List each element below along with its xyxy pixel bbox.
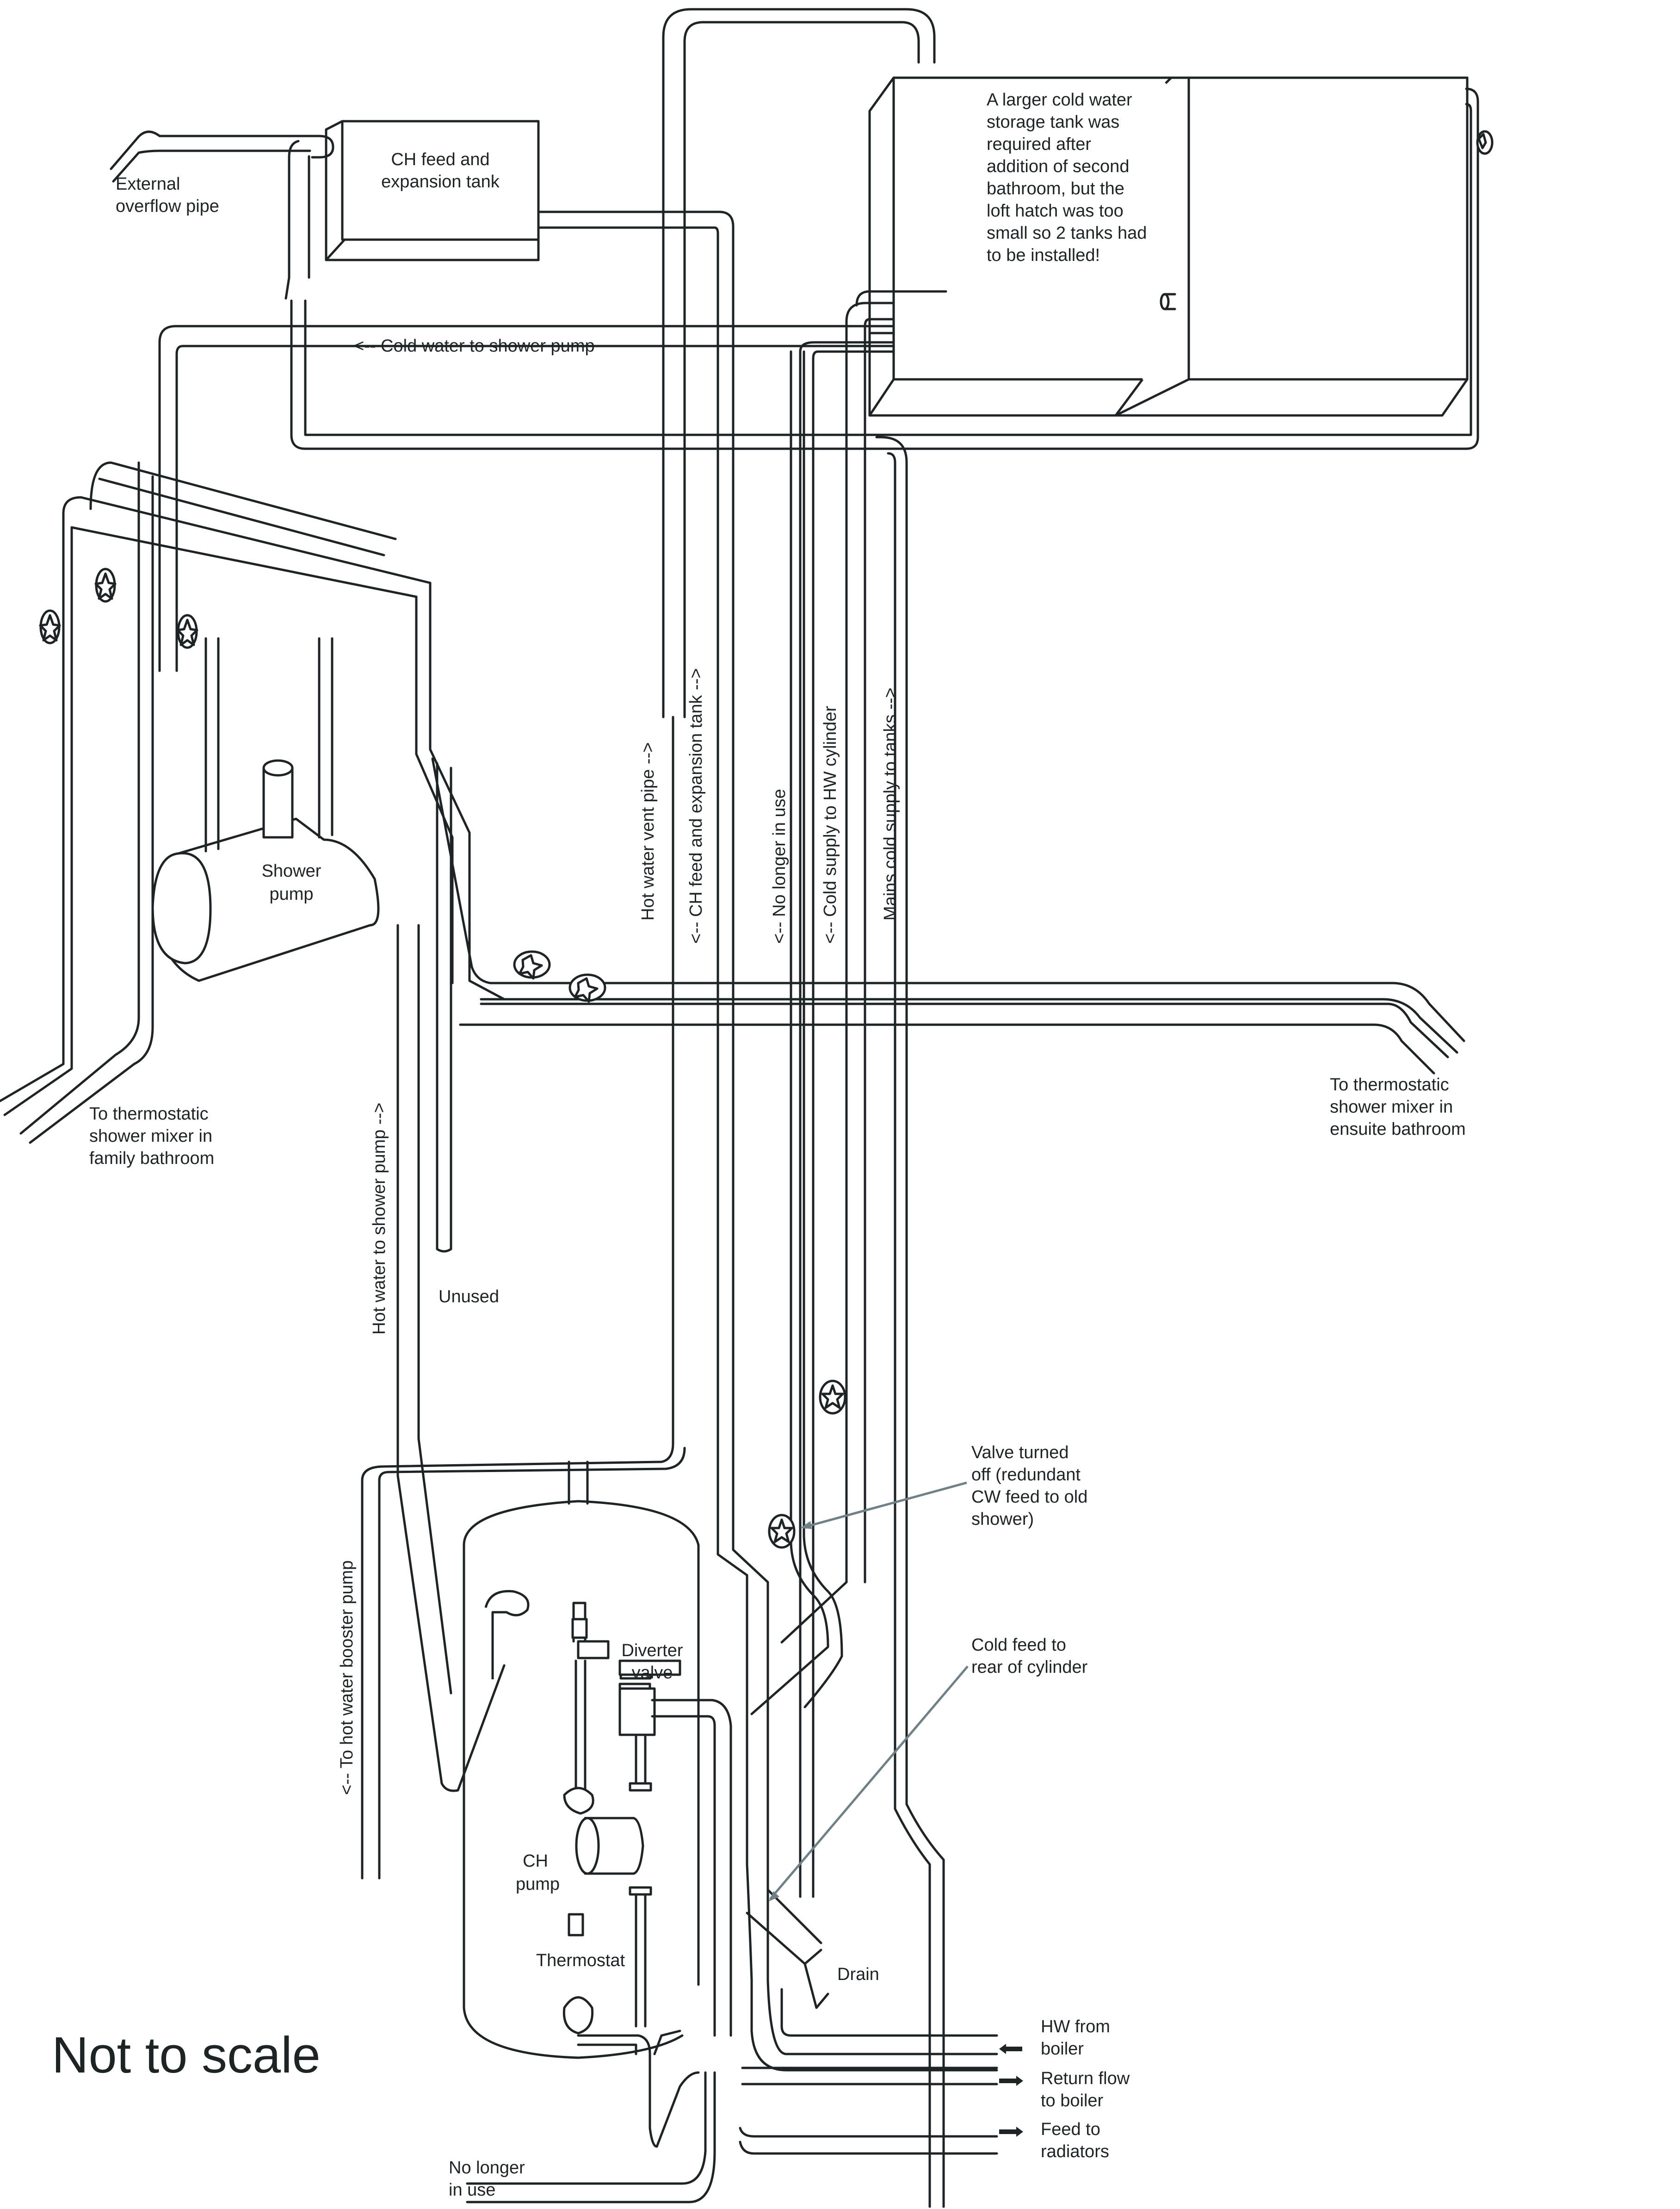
return-flow-label-line1: Return flow: [1041, 2069, 1130, 2088]
drain-valve[interactable]: [746, 1888, 829, 2009]
cold-tank-note-line5: bathroom, but the: [987, 179, 1124, 198]
cold-tank-note-line7: small so 2 tanks had: [987, 223, 1147, 243]
cylinder-coil-left: [574, 1659, 587, 1796]
cylinder-bottom-outlet: [466, 1996, 716, 2203]
to-hw-booster-pump-label: <-- To hot water booster pump: [337, 1560, 357, 1795]
central-vertical-pipes: [716, 350, 998, 2072]
isolation-valve-ensuite-2[interactable]: [568, 973, 606, 1003]
tank2-outlet-pipe: [290, 87, 1479, 450]
valve-turned-off-label-line3: CW feed to old: [971, 1487, 1087, 1507]
ch-feed-expansion-tank: CH feed and expansion tank: [325, 120, 540, 261]
cylinder-coil-bottom: [563, 1787, 594, 1815]
feed-radiators-label-line1: Feed to: [1041, 2120, 1100, 2139]
external-overflow-label-line2: overflow pipe: [116, 197, 219, 216]
mains-cold-supply-pipe: [875, 436, 945, 2208]
no-longer-in-use-label: <-- No longer in use: [770, 789, 789, 944]
no-longer-in-use-bottom-line2: in use: [449, 2180, 495, 2200]
diverter-valve-label-line1: Diverter: [621, 1641, 683, 1660]
diverter-valve-label-line2: valve: [632, 1663, 673, 1683]
cold-tank-note-line2: storage tank was: [987, 112, 1119, 132]
unused-pipe-stub: [436, 762, 452, 1253]
shower-pump: Shower pump: [151, 759, 380, 982]
hot-water-shower-pump-pipe: [396, 924, 506, 1792]
external-overflow-pipe: [110, 130, 334, 300]
valve-turned-off-label-line1: Valve turned: [971, 1443, 1069, 1462]
isolation-valve-ensuite-1[interactable]: [513, 950, 551, 980]
cold-water-shower-pump-pipe: <-- Cold water to shower pump: [158, 290, 947, 1898]
ch-pump-label-line1: CH: [523, 1851, 548, 1871]
cold-feed-rear-label-line2: rear of cylinder: [971, 1658, 1088, 1677]
tank-connector: [1160, 293, 1176, 310]
hot-water-to-shower-pump-label: Hot water to shower pump -->: [370, 1102, 389, 1335]
hw-from-boiler-arrow-icon: [999, 2044, 1022, 2054]
family-bathroom-label-line1: To thermostatic: [89, 1104, 209, 1124]
boiler-radiator-pipes: [739, 1988, 998, 2155]
isolation-valve-left-2[interactable]: [94, 568, 117, 603]
thermostat-icon[interactable]: [568, 1913, 584, 1937]
family-bathroom-label-line2: shower mixer in: [89, 1126, 212, 1146]
hot-water-vent-pipe-label: Hot water vent pipe -->: [638, 743, 658, 921]
external-overflow-label-line1: External: [116, 174, 180, 194]
cold-tank-note-line4: addition of second: [987, 157, 1129, 176]
return-flow-arrow-icon: [999, 2076, 1023, 2086]
ensuite-bathroom-label-line1: To thermostatic: [1330, 1075, 1449, 1095]
ch-feed-expansion-label: <-- CH feed and expansion tank -->: [686, 668, 706, 944]
ensuite-supply-pipes: [431, 757, 1465, 1075]
shower-pump-label-line1: Shower: [262, 861, 321, 881]
family-bathroom-label-line3: family bathroom: [89, 1149, 214, 1168]
valve-turned-off-label-line4: shower): [971, 1510, 1034, 1529]
cold-water-storage-tank-2: [1114, 76, 1469, 417]
cold-tank-note-line6: loft hatch was too: [987, 201, 1124, 221]
booster-pump-pipe: [361, 716, 674, 1880]
ch-tank-label-line2: expansion tank: [381, 172, 500, 192]
booster-pump-pipe-inner: [378, 1447, 686, 1880]
feed-radiators-arrow-icon: [999, 2127, 1023, 2137]
not-to-scale-note: Not to scale: [52, 2027, 321, 2084]
cold-water-to-shower-pump-label: <-- Cold water to shower pump: [354, 336, 595, 356]
cold-supply-hw-cylinder-label: <-- Cold supply to HW cylinder: [821, 705, 840, 944]
vent-pipe-top-loop: [662, 8, 936, 718]
shower-pump-label-line2: pump: [269, 885, 313, 904]
no-longer-in-use-bottom-line1: No longer: [449, 2158, 525, 2178]
ch-pump[interactable]: [575, 1782, 652, 2028]
unused-label: Unused: [439, 1287, 499, 1306]
cold-tank-note-line1: A larger cold water: [987, 90, 1132, 110]
return-flow-label-line2: to boiler: [1041, 2091, 1104, 2110]
valve-turned-off-arrowhead-icon: [800, 1521, 812, 1529]
mains-cold-supply-label: Mains cold supply to tanks -->: [881, 687, 900, 921]
left-pipe-rack: [0, 461, 506, 1144]
isolation-valve-left-1[interactable]: [39, 609, 61, 644]
hw-from-boiler-label-line2: boiler: [1041, 2039, 1084, 2059]
diverter-actuator: [571, 1618, 588, 1639]
feed-radiators-label-line2: radiators: [1041, 2142, 1109, 2161]
isolation-valve-top-right[interactable]: [1476, 130, 1494, 155]
diverter-body: [618, 1687, 732, 2037]
ensuite-bathroom-label-line3: ensuite bathroom: [1330, 1120, 1466, 1139]
thermostat-label: Thermostat: [536, 1951, 625, 1970]
valve-turned-off-label-line2: off (redundant: [971, 1465, 1081, 1485]
ch-tank-outlet-pipe-inner: [537, 226, 719, 718]
cold-feed-rear-arrowhead-icon: [769, 1891, 779, 1901]
ch-tank-label-line1: CH feed and: [391, 150, 489, 169]
ch-tank-outlet-pipe: [537, 210, 735, 718]
ch-pump-label-line2: pump: [516, 1875, 560, 1894]
ensuite-bathroom-label-line2: shower mixer in: [1330, 1097, 1453, 1117]
drain-label: Drain: [837, 1965, 879, 1984]
shower-pump-inlets: [204, 637, 334, 853]
isolation-valve-cold-supply-2[interactable]: [768, 1514, 796, 1549]
isolation-valve-left-3[interactable]: [176, 614, 198, 649]
cold-tank-note-line3: required after: [987, 135, 1091, 154]
cylinder-coil-top: [484, 1590, 530, 1679]
isolation-valve-cold-supply-1[interactable]: [819, 1380, 846, 1415]
hw-from-boiler-label-line1: HW from: [1041, 2017, 1110, 2036]
cold-feed-rear-leader: [769, 1665, 969, 1900]
valve-turned-off-leader: [802, 1481, 967, 1529]
hot-water-shower-pump-pipe-inner: [417, 924, 452, 1695]
cold-tank-note-line8: to be installed!: [987, 246, 1100, 265]
cold-feed-rear-label-line1: Cold feed to: [971, 1635, 1066, 1655]
